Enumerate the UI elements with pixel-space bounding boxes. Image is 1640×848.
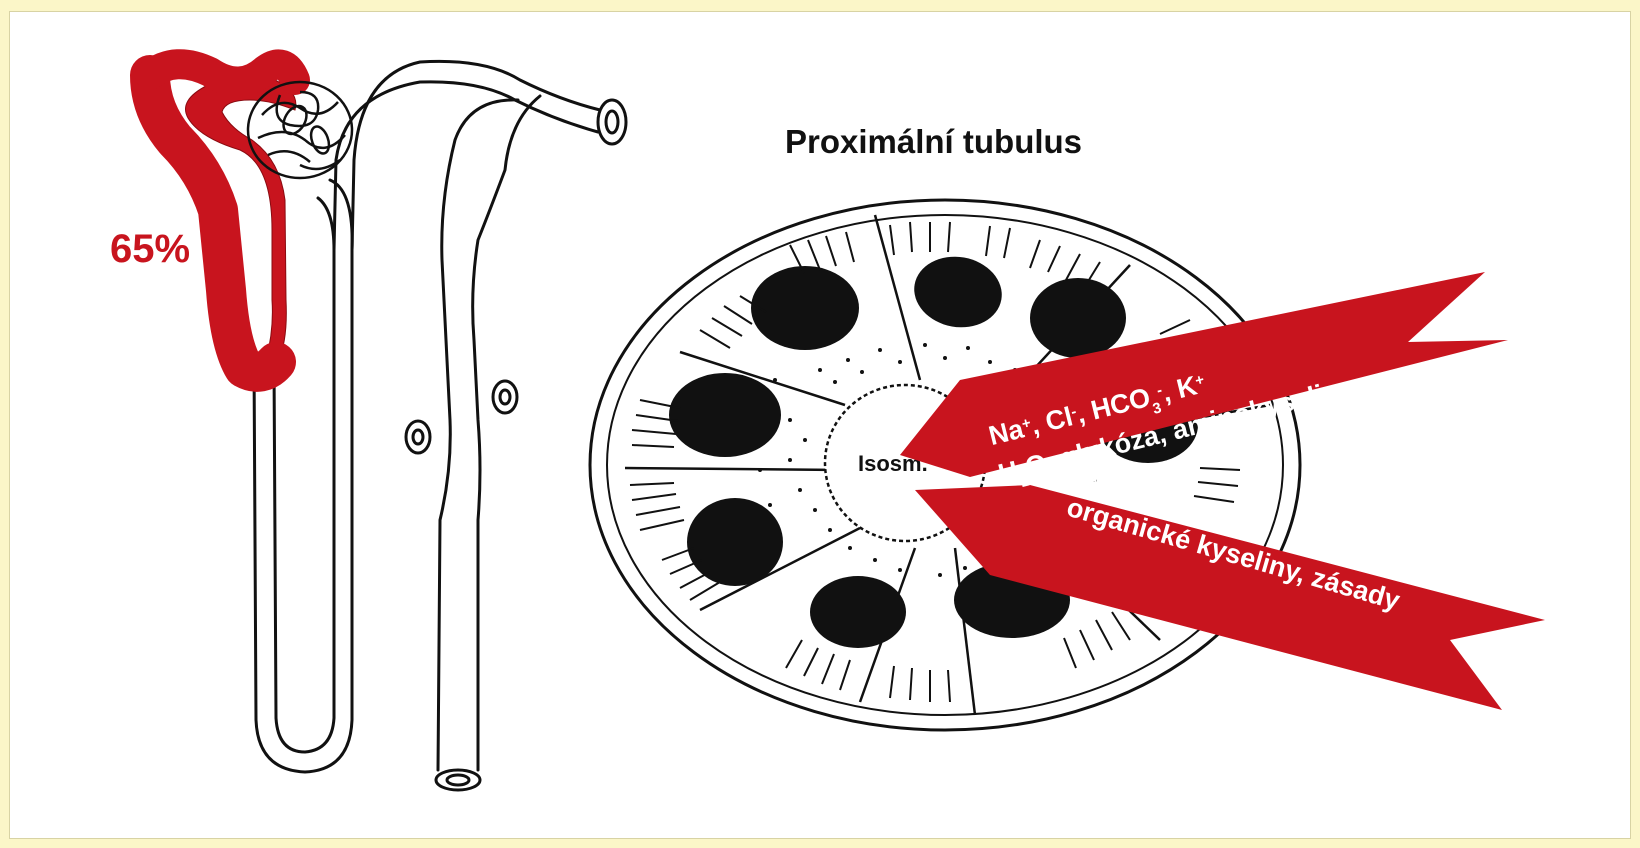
proximal-tubule-top — [150, 64, 295, 81]
nucleus — [751, 266, 859, 350]
proximal-percentage: 65% — [110, 227, 190, 271]
nucleus — [1030, 278, 1126, 358]
distal-tubule-inner — [334, 82, 598, 250]
glomerulus — [248, 82, 352, 178]
side-branch-left — [406, 421, 430, 453]
nucleus — [669, 373, 781, 457]
nucleus — [687, 498, 783, 586]
collecting-duct-end — [436, 770, 480, 790]
nucleus — [810, 576, 906, 648]
diagram-title: Proximální tubulus — [785, 123, 1082, 160]
distal-tubule-end — [598, 100, 626, 144]
collecting-duct-right — [473, 96, 540, 770]
nephron — [254, 61, 626, 790]
side-branch-right — [493, 381, 517, 413]
loop-of-henle — [254, 180, 352, 772]
